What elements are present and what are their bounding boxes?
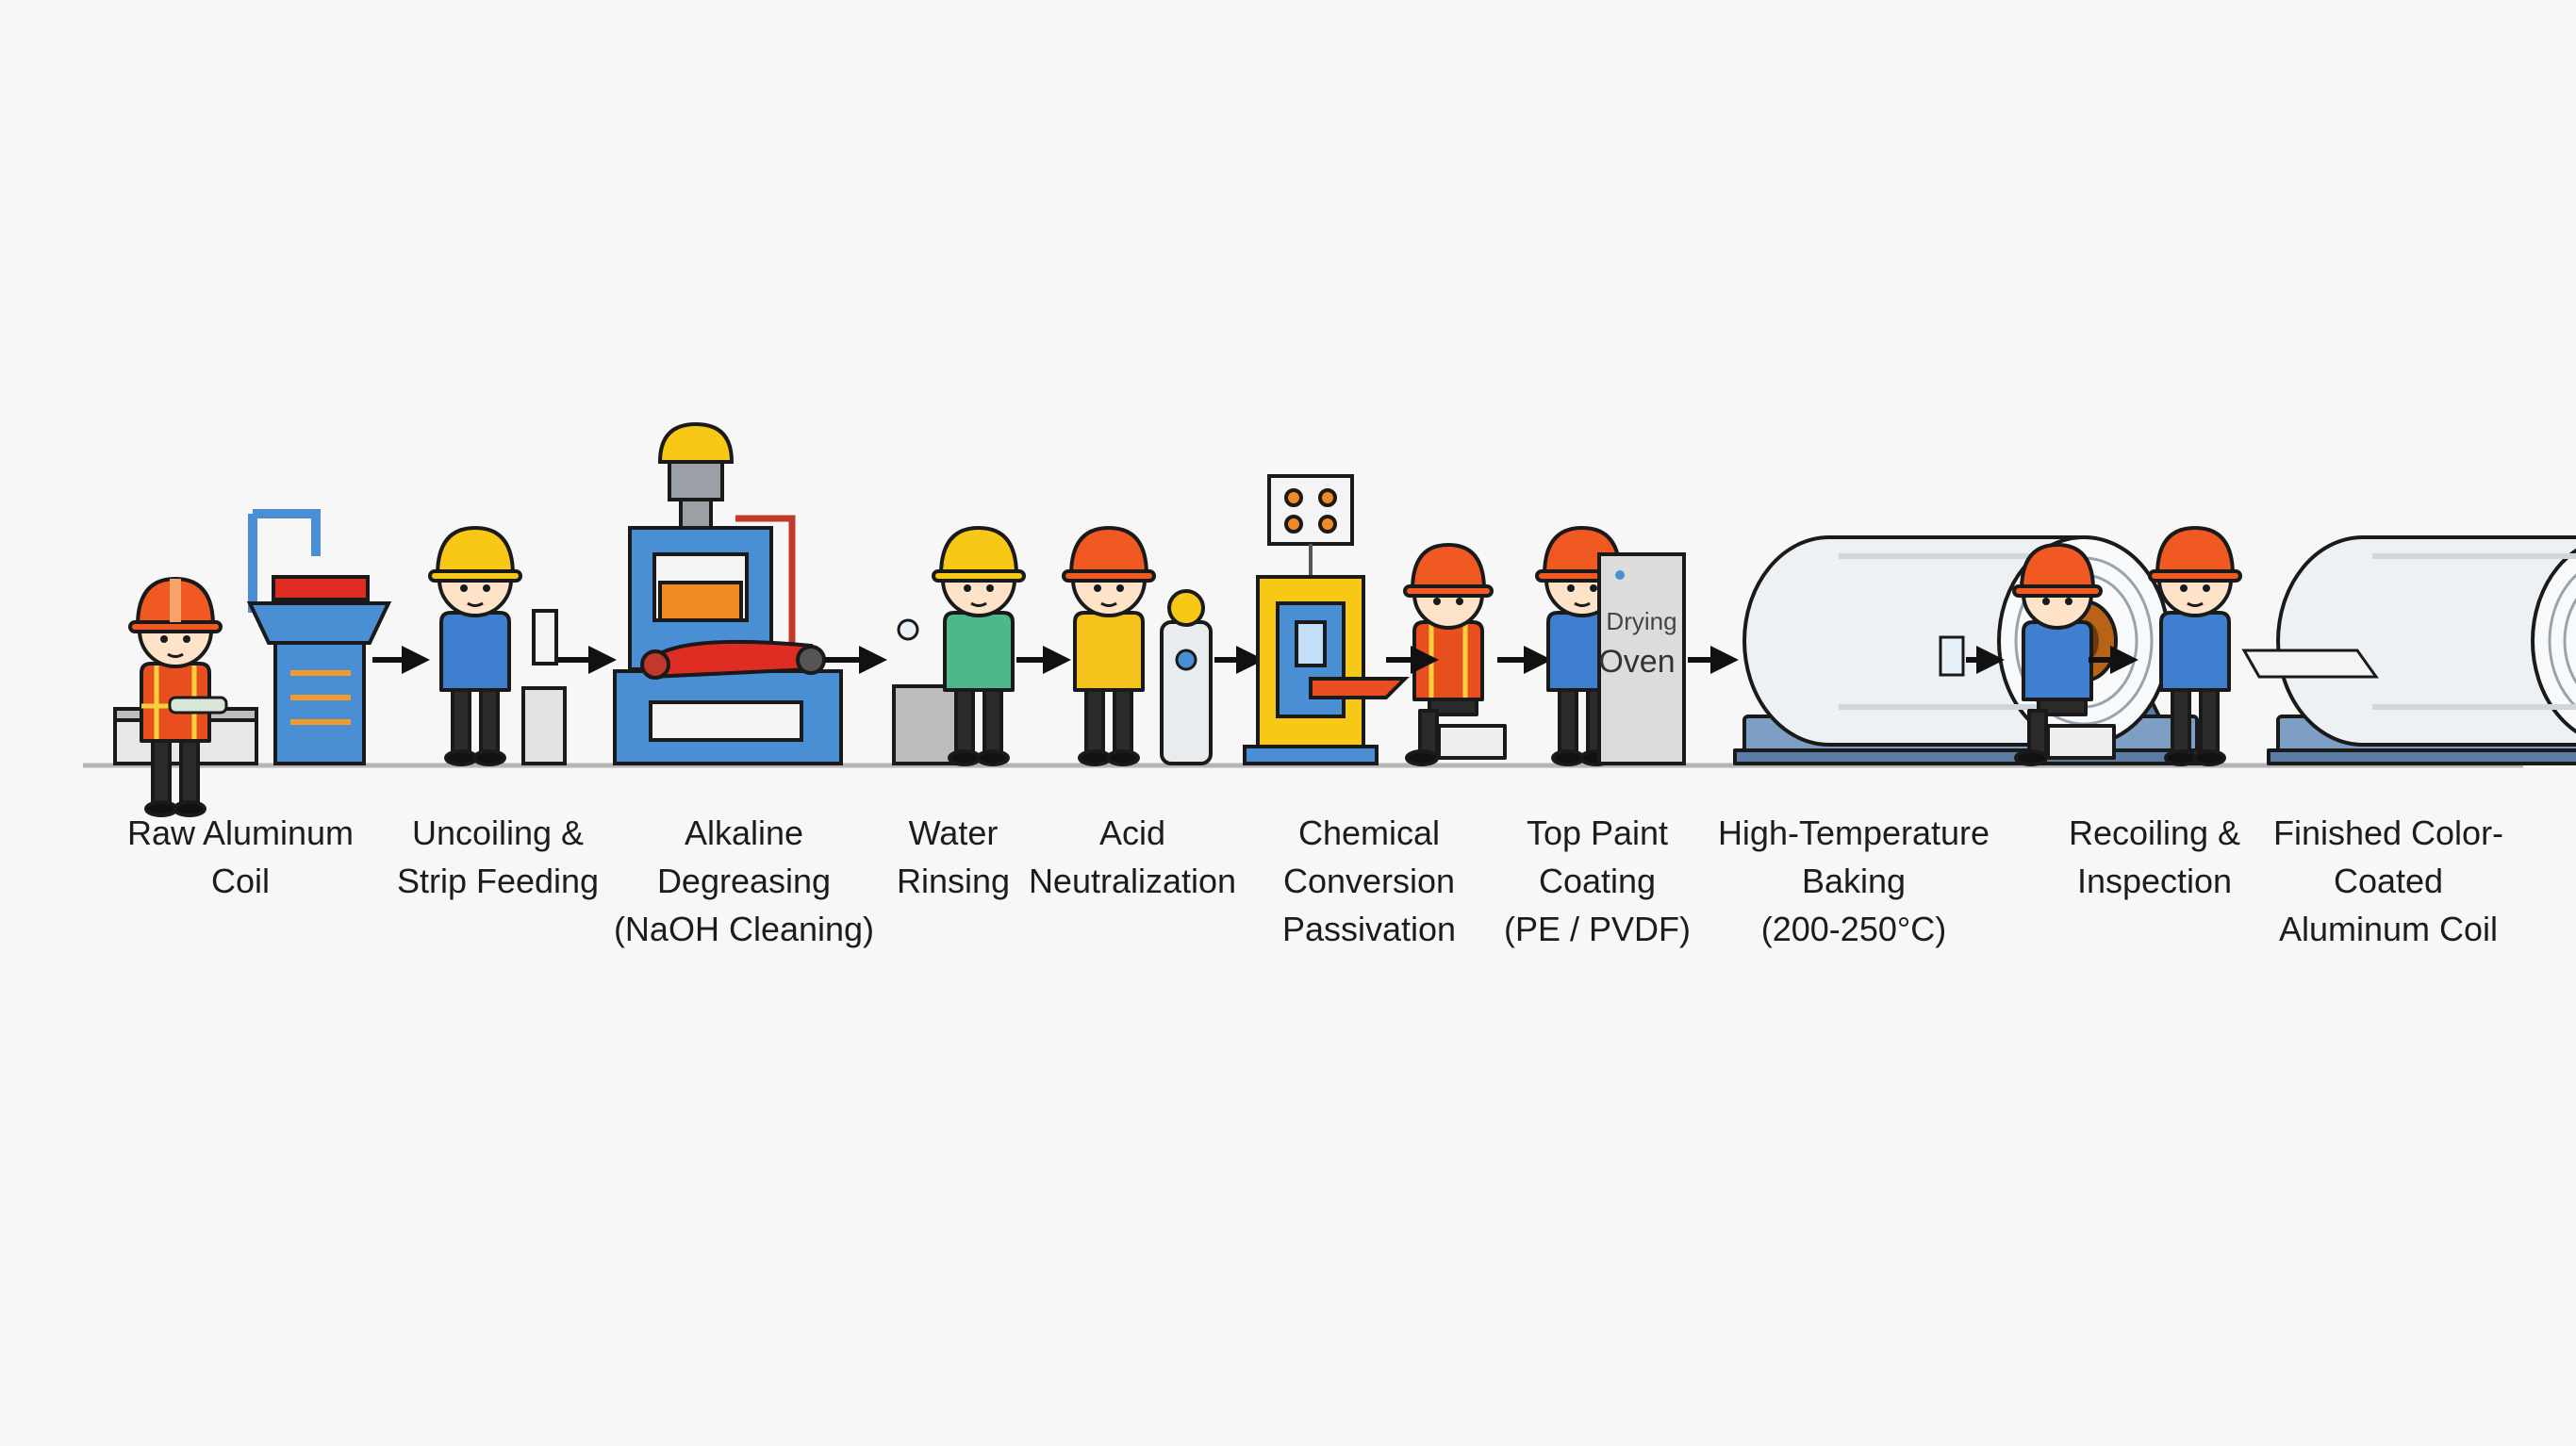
station-top-paint-coating: Drying Oven	[1535, 526, 1686, 766]
station-raw-aluminum-coil	[113, 579, 258, 815]
station-water-rinsing	[892, 526, 1026, 766]
oven-sign-line1: Drying	[1606, 607, 1676, 635]
control-panel-icon	[1243, 474, 1410, 765]
uncoiler-machine-icon	[246, 509, 392, 765]
station-uncoiling-strip-feeding	[428, 526, 567, 766]
step-label-7: Top Paint Coating (PE / PVDF)	[1503, 813, 1692, 948]
worker-seated-passivation	[1405, 545, 1505, 764]
oven-sign-line2: Oven	[1598, 644, 1675, 680]
step-label-3: Alkaline Degreasing (NaOH Cleaning)	[613, 813, 875, 948]
coil-roll-icon	[1735, 537, 2206, 764]
finished-coil-roll-icon	[2241, 537, 2576, 764]
drying-oven-icon: Drying Oven	[1597, 552, 1686, 765]
step-label-6: Chemical Conversion Passivation	[1281, 813, 1457, 948]
station-acid-neutralization	[1062, 526, 1213, 766]
step-label-5: Acid Neutralization	[1028, 813, 1237, 900]
step-label-10: Finished Color- Coated Aluminum Coil	[2272, 813, 2504, 948]
step-label-8: High-Temperature Baking (200-250°C)	[1717, 813, 1990, 948]
step-label-1: Raw Aluminum Coil	[126, 813, 355, 900]
step-label-2: Uncoiling & Strip Feeding	[396, 813, 600, 900]
step-label-4: Water Rinsing	[896, 813, 1011, 900]
step-label-9: Recoiling & Inspection	[2068, 813, 2241, 900]
press-machine-icon	[613, 421, 843, 765]
